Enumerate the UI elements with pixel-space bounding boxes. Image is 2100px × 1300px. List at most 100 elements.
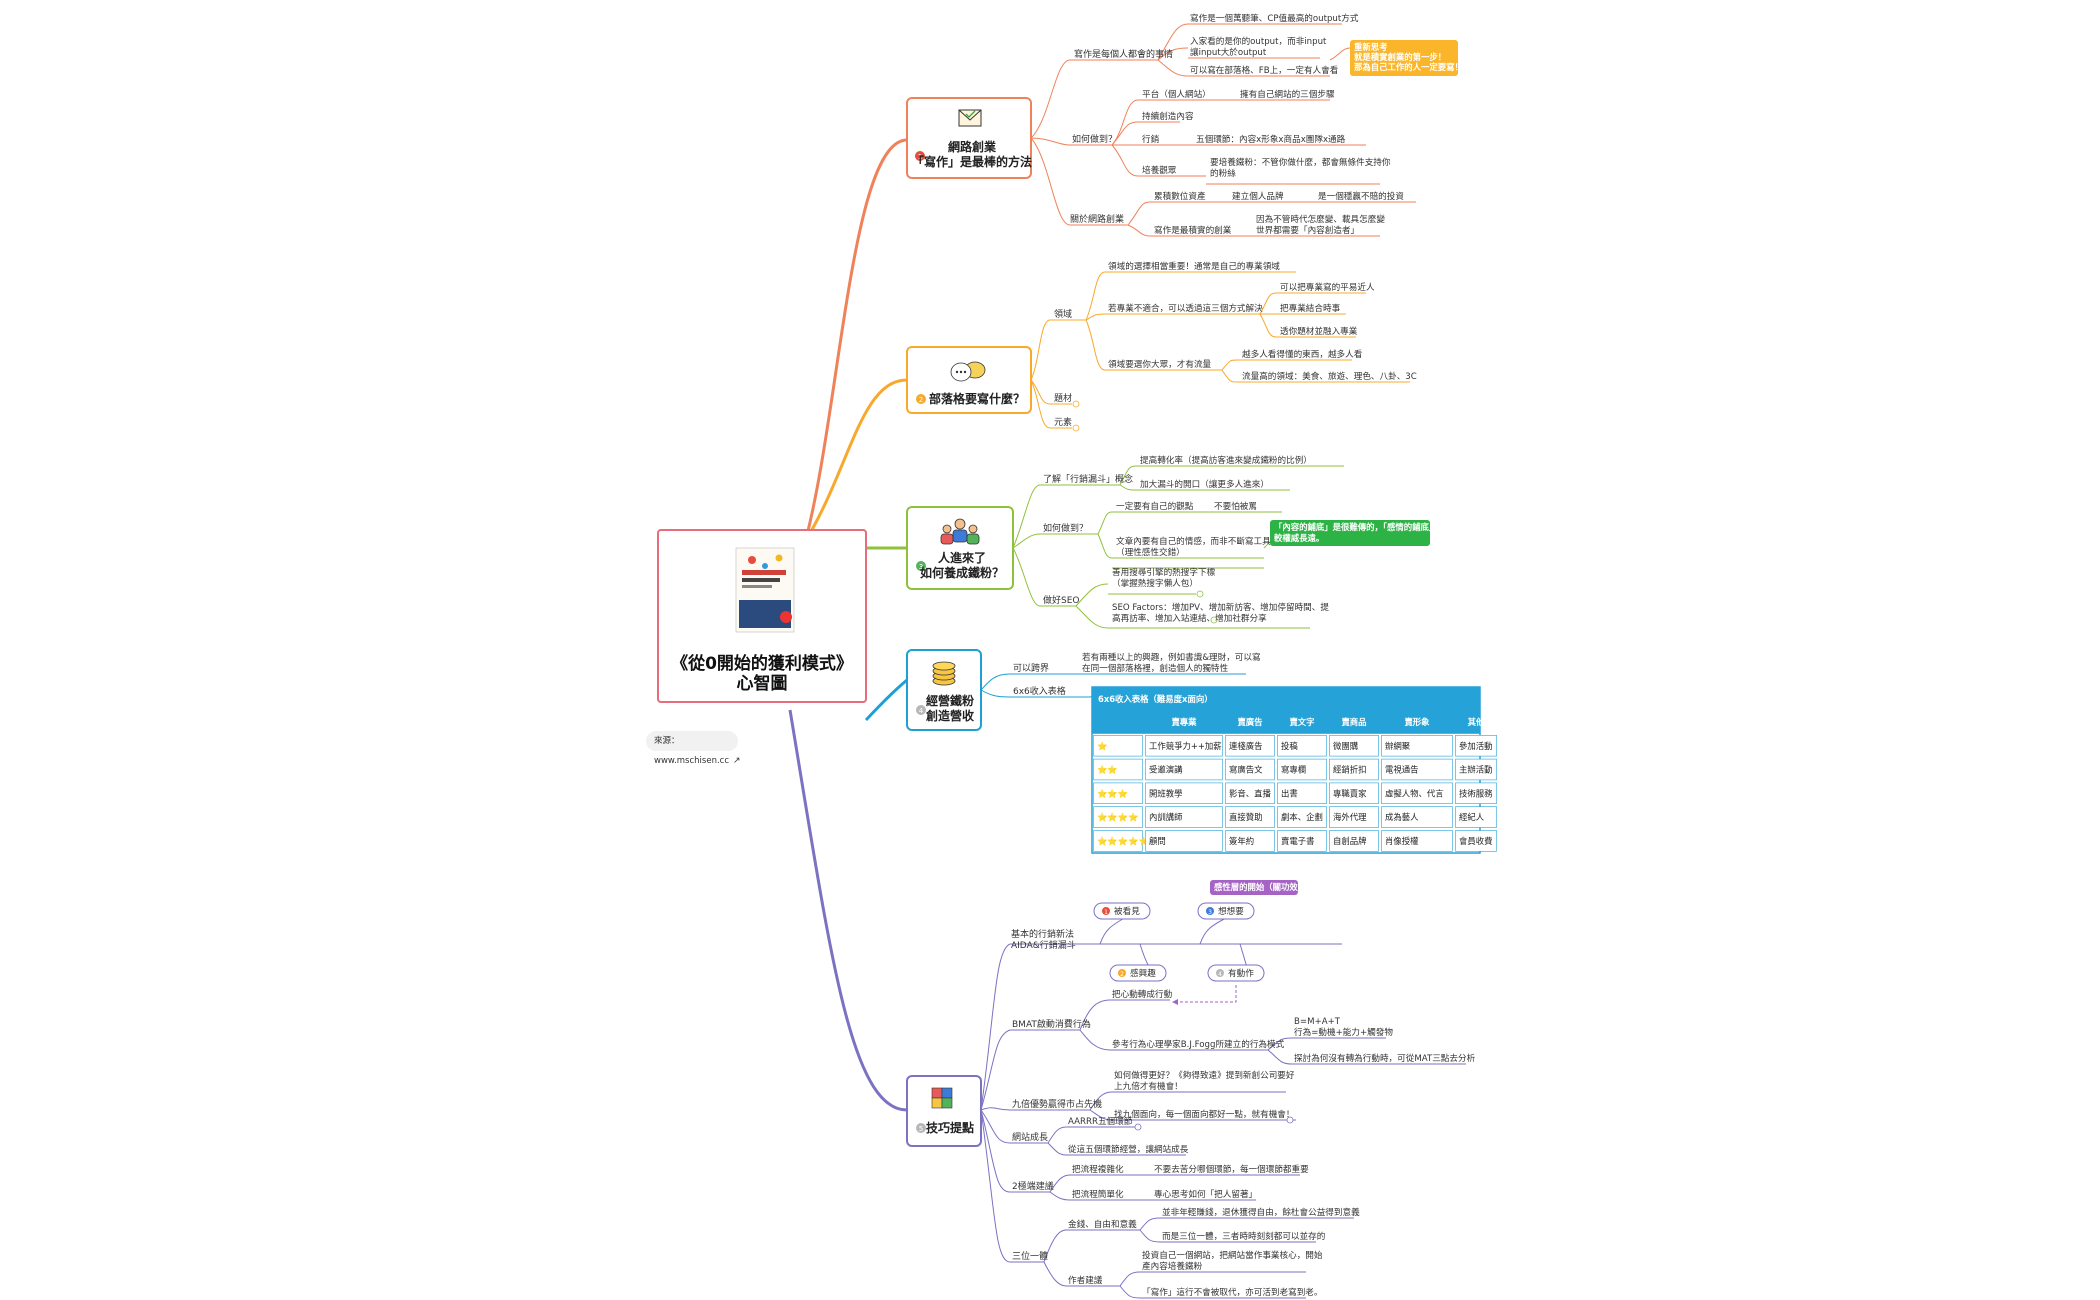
difficulty-stars-icon: ⭐⭐ [1097,765,1118,775]
svg-text:並非年輕賺錢，退休獲得自由，餘杜會公益得到意義: 並非年輕賺錢，退休獲得自由，餘杜會公益得到意義 [1162,1206,1360,1218]
table-cell-bg [1329,734,1379,757]
svg-text:3: 3 [1208,909,1212,916]
section-1: 1 網路創業 「寫作」是最棒的方法 寫作是每個人都會的事情 寫作是一個萬聽筆、C… [906,12,1463,237]
table-header-cell: 賣形象 [1403,717,1430,727]
collapse-toggle-icon[interactable] [1134,1123,1142,1131]
source-label: 來源：www.mschisen.cc [654,736,730,766]
table-cell-bg [1329,782,1379,805]
table-cell-bg [1093,806,1143,828]
number-badge-1 [915,151,925,161]
s4-branch-1: 可以跨界 [1013,663,1049,674]
table-cell-bg [1225,734,1275,757]
trunk-s2 [801,378,908,546]
svg-text:「內容的鋪底」是很難傳的，「感情的鋪底」比: 「內容的鋪底」是很難傳的，「感情的鋪底」比 [1274,522,1446,532]
svg-text:流量高的領域：美食、旅遊、理色、八卦、3C: 流量高的領域：美食、旅遊、理色、八卦、3C [1242,370,1417,382]
table-cell: 會員收費 [1459,836,1493,846]
table-cell-bg [1455,830,1497,852]
callout-emotion: 「內容的鋪底」是很難傳的，「感情的鋪底」比 較權威長遠。 [1270,520,1446,546]
table-header-cell: 其他 [1468,717,1485,727]
s1-branch-1: 寫作是每個人都會的事情 [1074,48,1173,60]
svg-text:1: 1 [918,153,922,161]
table-cell-bg [1381,734,1453,757]
section-4-title-line1: 經營鐵粉 [926,693,974,708]
svg-text:「寫作」這行不會被取代，亦可活到老寫到老。: 「寫作」這行不會被取代，亦可活到老寫到老。 [1142,1286,1322,1298]
center-node: 《從0開始的獲利模式》 心智圖 [657,529,867,703]
income-table: 6x6收入表格（難易度x面向） 賣專業賣廣告賣文字賣商品賣形象其他⭐工作競爭力+… [1091,686,1497,854]
collapse-toggle-icon[interactable] [1286,1116,1294,1124]
s4-branch-2: 6x6收入表格 [1013,685,1066,697]
table-cell: 劇本、企劃 [1281,812,1323,822]
table-cell: 經銷折扣 [1333,765,1367,775]
number-badge-3 [916,561,926,571]
svg-text:加大漏斗的開口（讓更多人進來）: 加大漏斗的開口（讓更多人進來） [1140,478,1269,490]
collapse-toggle-icon[interactable] [1196,590,1204,598]
table-cell-bg [1145,830,1223,852]
table-cell-bg [1381,830,1453,852]
svg-text:高再訪率、增加入站連結、增加社群分享: 高再訪率、增加入站連結、增加社群分享 [1112,612,1267,624]
difficulty-stars-icon: ⭐⭐⭐⭐ [1097,812,1139,822]
table-cell: 受邀演講 [1149,765,1183,775]
svg-text:1: 1 [1104,909,1108,916]
table-cell: 電視通告 [1385,765,1419,775]
svg-text:3: 3 [919,563,923,571]
difficulty-stars-icon: ⭐⭐⭐⭐⭐ [1097,836,1149,846]
center-title-line1: 《從0開始的獲利模式》 [671,653,853,674]
s1-branch-2: 如何做到？ [1072,133,1117,145]
table-cell-bg [1381,758,1453,781]
table-cell: 影音、直播 [1229,788,1271,798]
trunk-s5 [788,709,908,1112]
svg-text:讓input大於output: 讓input大於output [1190,46,1267,58]
table-cell: 專職賣家 [1333,788,1367,798]
coins-icon [932,661,956,686]
section-5-node[interactable] [906,1075,982,1147]
svg-text:較權威長遠。: 較權威長遠。 [1274,533,1324,543]
s3-branch-1: 了解「行銷漏斗」概念 [1043,473,1133,485]
s2-branch-2: 題材 [1054,392,1072,404]
svg-text:若專業不適合，可以透過這三個方式解決: 若專業不適合，可以透過這三個方式解決 [1108,302,1263,314]
collapse-toggle-icon[interactable] [1072,400,1080,408]
svg-text:透你題材並融入專業: 透你題材並融入專業 [1280,325,1358,337]
svg-text:金錢、自由和意義: 金錢、自由和意義 [1068,1218,1137,1230]
collapse-toggle-icon[interactable] [1072,424,1080,432]
table-cell: 工作競爭力++加薪 [1149,741,1222,751]
svg-text:提高轉化率（提高訪客進來變成鐵粉的比例）: 提高轉化率（提高訪客進來變成鐵粉的比例） [1140,454,1312,466]
table-cell: 技術服務 [1459,788,1493,798]
table-cell-bg [1277,758,1327,781]
table-cell: 投稿 [1281,741,1298,751]
table-cell: 參加活動 [1459,741,1493,751]
table-cell-bg [1145,758,1223,781]
collapse-toggle-icon[interactable] [1210,616,1218,624]
table-cell-bg [1277,830,1327,852]
callout-purple: 感性層的開始（關功效） [1210,880,1306,895]
svg-text:是一個穩贏不賠的投資: 是一個穩贏不賠的投資 [1318,190,1404,202]
s5-branch-aida-line2: AIDA&行銷漏斗 [1011,939,1076,951]
svg-text:持續創造內容: 持續創造內容 [1142,110,1194,122]
svg-text:那為自己工作的人一定要寫！: 那為自己工作的人一定要寫！ [1354,62,1463,72]
s3-branch-3: 做好SEO [1043,594,1079,606]
section-3: 3 人進來了 如何養成鐵粉？ 了解「行銷漏斗」概念 提高轉化率（提高訪客進來變成… [906,454,1446,629]
svg-text:五個環節：內容x形象x商品x團隊x通路: 五個環節：內容x形象x商品x團隊x通路 [1196,133,1346,145]
table-header-cell: 賣廣告 [1236,717,1263,727]
table-cell-bg [1225,830,1275,852]
difficulty-stars-icon: ⭐ [1097,741,1107,751]
center-title-line2: 心智圖 [737,673,788,694]
svg-text:文章內要有自己的情感，而非不斷寫工具文: 文章內要有自己的情感，而非不斷寫工具文 [1116,535,1280,547]
source-link[interactable]: 來源：www.mschisen.cc↗ [646,731,741,766]
people-icon [940,518,980,545]
svg-text:有動作: 有動作 [1228,967,1254,979]
svg-text:作者建議: 作者建議 [1068,1274,1103,1286]
section-3-title-line1: 人進來了 [938,550,986,565]
chat-bubbles-icon [950,361,986,382]
table-cell: 寫廣告文 [1229,765,1263,775]
svg-text:參考行為心理學家B.J.Fogg所建立的行為模式: 參考行為心理學家B.J.Fogg所建立的行為模式 [1112,1038,1285,1050]
puzzle-icon [931,1087,953,1109]
svg-text:入家看的是你的output，而非input: 入家看的是你的output，而非input [1190,35,1327,47]
table-cell-bg [1277,782,1327,805]
table-cell: 賣電子書 [1281,836,1315,846]
table-header-cell: 賣專業 [1170,717,1197,727]
table-cell: 微團購 [1333,741,1359,751]
number-badge-2 [916,394,926,404]
svg-text:要培養鐵粉：不管你做什麼，都會無條件支持你: 要培養鐵粉：不管你做什麼，都會無條件支持你 [1210,156,1391,168]
svg-text:5: 5 [919,1125,923,1133]
